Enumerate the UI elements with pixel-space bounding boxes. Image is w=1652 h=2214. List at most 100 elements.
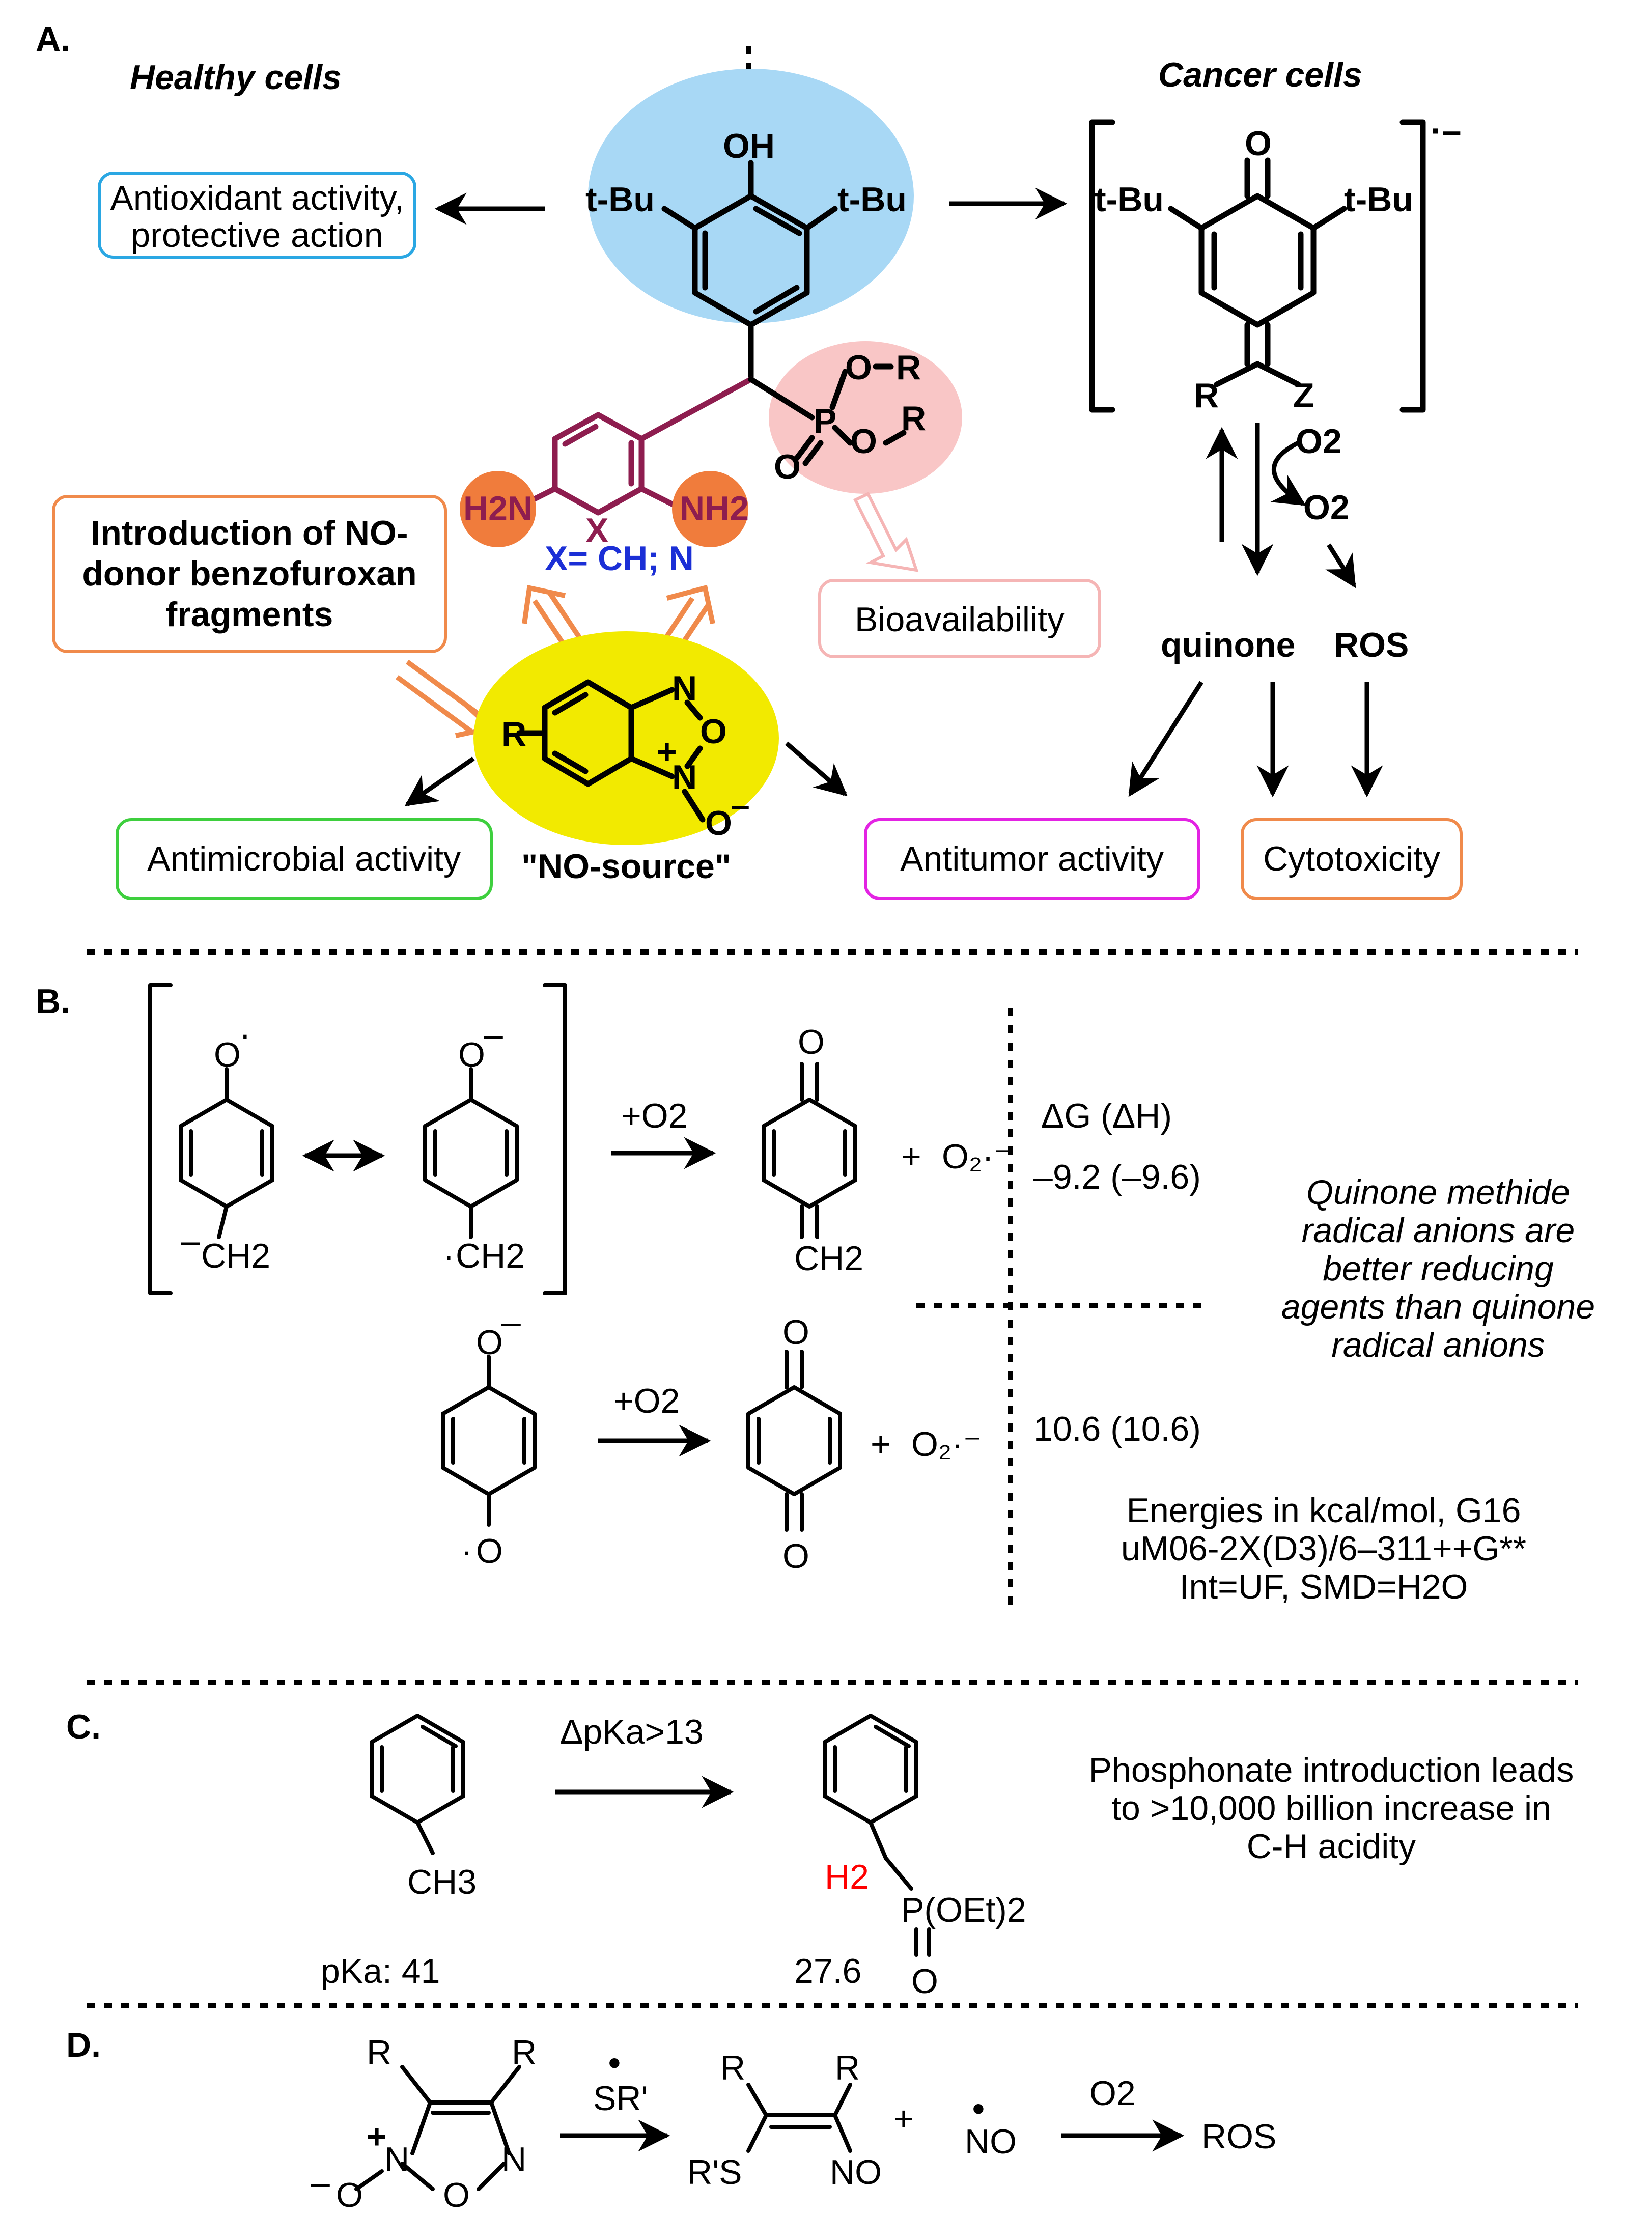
resonance-bracket-right	[543, 983, 567, 1295]
cytotoxicity-label: Cytotoxicity	[1263, 839, 1440, 878]
phenol-tbu-right: t-Bu	[837, 180, 907, 219]
acidity-line-1: Phosphonate introduction leads	[1089, 1751, 1574, 1789]
phosphonate-highlight-ellipse	[769, 341, 962, 494]
antimicrobial-box	[116, 818, 493, 900]
qm-o-label: O	[1245, 124, 1272, 163]
bq-o-bottom: O	[782, 1537, 809, 1576]
alkene-rs: R'S	[687, 2153, 742, 2192]
phosphonate-o-right: O	[850, 422, 877, 461]
method-line-2: uM06-2X(D3)/6–311++G**	[1121, 1529, 1526, 1568]
phosphonate-o-c: O	[911, 1962, 938, 2001]
resonance-bracket-left	[148, 983, 173, 1295]
section-c-label: C.	[66, 1707, 101, 1746]
no-dot: •	[972, 2089, 985, 2128]
furoxan-r-left: R	[367, 2033, 391, 2072]
semi-minus: –	[501, 1303, 521, 1341]
alkene-no: NO	[830, 2153, 882, 2192]
benzyl-pka: 27.6	[794, 1952, 861, 1991]
qm-r-label: R	[1194, 376, 1219, 415]
nitroso-alkene-structure	[746, 2083, 852, 2153]
arrow-to-antitumor	[785, 741, 848, 797]
phenol-ring	[661, 160, 838, 382]
no-source-label: "NO-source"	[521, 847, 731, 886]
note-line-3: better reducing	[1323, 1249, 1554, 1288]
method-line-3: Int=UF, SMD=H2O	[1180, 1567, 1468, 1606]
energy-value-1: –9.2 (–9.6)	[1033, 1158, 1201, 1196]
toluene-structure	[370, 1714, 465, 1855]
ring-x-atom: X	[585, 511, 608, 550]
phosphonate-bonds	[748, 363, 907, 466]
note-line-1: Quinone methide	[1306, 1173, 1570, 1212]
qm-product-o: O	[798, 1023, 825, 1061]
o2-curved-arrow	[1270, 440, 1306, 506]
bioavailability-box	[818, 579, 1101, 658]
benzofuroxan-o-minus: O	[705, 804, 732, 843]
rad2-minus: –	[484, 1015, 503, 1054]
rad2-dot: ·	[443, 1237, 455, 1275]
phosphonate-o-double: O	[774, 447, 801, 486]
qm-product-ch2: CH2	[794, 1239, 863, 1278]
benzofuroxan-r: R	[501, 715, 526, 753]
acidity-line-2: to >10,000 billion increase in	[1111, 1789, 1551, 1828]
furoxan-plus: +	[367, 2117, 387, 2156]
note-line-2: radical anions are	[1302, 1211, 1575, 1250]
rad1-minus: –	[181, 1221, 200, 1260]
introduction-line-3: fragments	[166, 595, 333, 634]
section-d-label: D.	[66, 2026, 101, 2064]
antioxidant-line-1: Antioxidant activity,	[110, 179, 404, 217]
note-line-5: radical anions	[1331, 1326, 1545, 1364]
introduction-line-1: Introduction of NO-	[91, 514, 408, 552]
alkene-r-right: R	[835, 2049, 860, 2087]
acidity-note: Phosphonate introduction leads to >10,00…	[1089, 1751, 1574, 1866]
nitric-oxide-label: NO	[965, 2122, 1017, 2161]
thiyl-dot: •	[608, 2043, 621, 2082]
benzylphosphonate-structure	[823, 1714, 931, 1957]
healthy-cells-title: Healthy cells	[130, 58, 342, 97]
ros-label: ROS	[1334, 626, 1409, 664]
d-ros-product: ROS	[1201, 2117, 1276, 2156]
furoxan-minus: –	[311, 2163, 330, 2202]
antitumor-label: Antitumor activity	[900, 839, 1164, 878]
phosphorus-label: P	[814, 402, 836, 440]
superoxide-b1: O₂·⁻	[942, 1137, 1012, 1176]
introduction-line-2: donor benzofuroxan	[82, 554, 416, 593]
quinone-explanation: Quinone methide radical anions are bette…	[1281, 1173, 1595, 1364]
amine-right-circle	[672, 471, 748, 547]
reaction-b2-reagent: +O2	[613, 1382, 680, 1420]
benzofuroxan-structure	[516, 679, 706, 823]
furoxan-structure	[354, 2065, 521, 2191]
reaction-b1-reagent: +O2	[621, 1097, 687, 1135]
benzofuroxan-o-ring: O	[700, 712, 727, 751]
energy-value-2: 10.6 (10.6)	[1033, 1410, 1201, 1448]
quinone-methide-radical-anion	[1089, 119, 1426, 413]
benzofuroxan-plus: +	[657, 733, 677, 771]
arrow-to-antimicrobial	[404, 756, 475, 806]
alkene-r-left: R	[720, 2049, 745, 2087]
superoxide-b2: O₂·⁻	[911, 1425, 982, 1464]
benzofuroxan-n-top: N	[672, 669, 697, 708]
delta-pka-label: ΔpKa>13	[560, 1713, 704, 1751]
o2-label: O2	[1296, 422, 1342, 461]
toluene-pka: pKa: 41	[321, 1952, 440, 1991]
acidity-line-3: C-H acidity	[1247, 1827, 1416, 1866]
qm-tbu-left: t-Bu	[1095, 180, 1164, 219]
phenoxyl-radical-2	[423, 1067, 519, 1239]
x-legend: X= CH; N	[545, 539, 694, 578]
o2-radical-label: O2	[1303, 488, 1350, 527]
furoxan-o-minus: O	[336, 2176, 363, 2214]
amine-left-label: H2N	[463, 489, 533, 528]
rad1-dot: ·	[239, 1015, 251, 1054]
section-a-label: A.	[36, 20, 70, 59]
thiyl-label: SR'	[593, 2079, 648, 2118]
arrow-quinone-to-antitumor	[1128, 681, 1203, 797]
semiquinone-radical	[441, 1355, 537, 1527]
delta-g-header: ΔG (ΔH)	[1041, 1097, 1172, 1135]
antimicrobial-label: Antimicrobial activity	[147, 839, 461, 878]
quinone-label: quinone	[1161, 626, 1295, 664]
panel-b: B. O · – CH2 O – · CH2 +O2	[36, 982, 1595, 1614]
semi-dot: ·	[461, 1532, 472, 1571]
section-b-label: B.	[36, 982, 70, 1021]
plus-b1: +	[901, 1137, 921, 1176]
rad1-ch2: CH2	[201, 1237, 270, 1275]
